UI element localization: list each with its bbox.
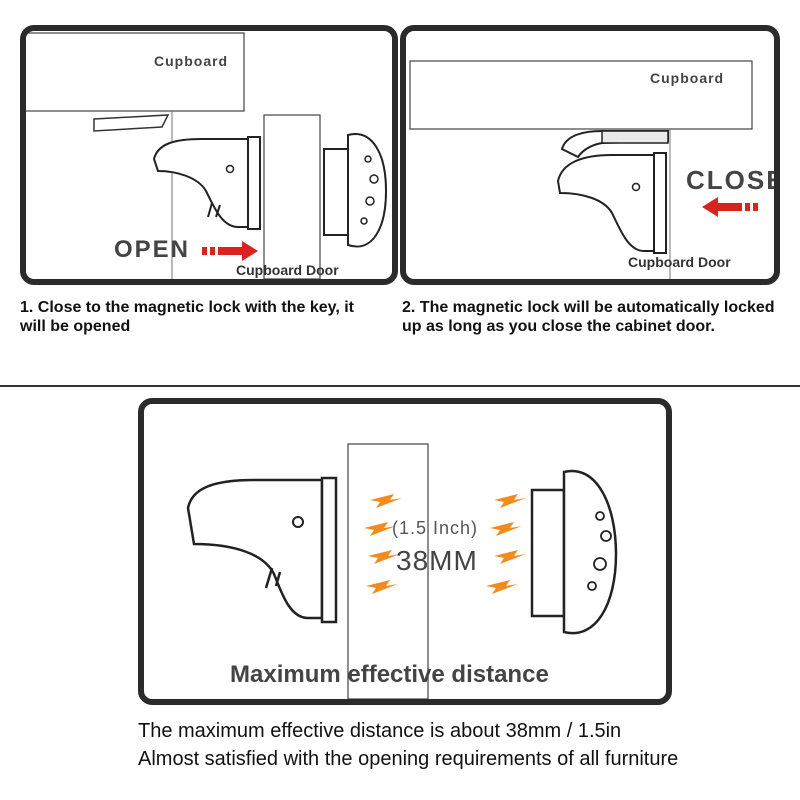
cupboard-board — [409, 60, 753, 130]
magnetic-key-head — [347, 133, 388, 248]
cupboard-door-label: Cupboard Door — [236, 262, 339, 278]
magnetic-key-base — [323, 148, 349, 236]
lock-plate — [320, 476, 338, 624]
key-dot — [595, 511, 605, 521]
cupboard-door — [263, 114, 321, 279]
magnetic-key-head — [562, 469, 618, 635]
magnetic-force-left-icon — [364, 494, 402, 594]
lock-screw-hole — [631, 182, 641, 192]
close-label: CLOSE — [686, 165, 774, 195]
magnetic-key-base — [530, 488, 566, 618]
close-diagram-illustration: Cupboard CLOSE Cupboard Door — [409, 60, 774, 279]
latch-plate — [93, 114, 170, 132]
distance-mm-label: 38MM — [396, 545, 478, 576]
close-diagram-panel: Cupboard CLOSE Cupboard Door — [400, 25, 780, 285]
open-label: OPEN — [114, 236, 190, 263]
distance-diagram-panel: (1.5 Inch) 38MM Maximum effective distan… — [138, 398, 672, 705]
lock-body — [152, 138, 249, 228]
lock-plate — [247, 136, 261, 230]
key-dot — [365, 196, 375, 206]
cupboard-label: Cupboard — [154, 53, 228, 69]
section-divider — [0, 385, 800, 387]
magnetic-force-right-icon — [486, 494, 526, 594]
latch-plate — [601, 130, 669, 144]
cupboard-door — [347, 443, 429, 699]
distance-title: Maximum effective distance — [230, 661, 549, 688]
key-dot — [360, 217, 368, 225]
key-dot — [600, 530, 612, 542]
distance-diagram-illustration: (1.5 Inch) 38MM Maximum effective distan… — [186, 443, 618, 699]
lock-plate — [653, 152, 667, 254]
key-dot — [593, 557, 607, 571]
lock-screw-hole — [292, 516, 304, 528]
key-dot — [364, 155, 372, 163]
open-arrow-icon — [202, 241, 258, 261]
lock-screw-hole — [225, 164, 235, 174]
lock-body — [556, 154, 655, 252]
footer-line-2: Almost satisfied with the opening requir… — [138, 748, 679, 770]
open-diagram-panel: Cupboard OPEN Cupboard Door — [20, 25, 398, 285]
distance-inch-label: (1.5 Inch) — [392, 518, 478, 538]
key-dot — [587, 581, 597, 591]
cupboard-board — [26, 32, 245, 112]
key-dot — [369, 174, 379, 184]
cupboard-label: Cupboard — [650, 70, 724, 86]
step-1-caption: 1. Close to the magnetic lock with the k… — [20, 299, 354, 335]
footer-line-1: The maximum effective distance is about … — [138, 720, 622, 742]
lock-body — [186, 478, 324, 620]
close-arrow-icon — [702, 197, 758, 217]
lock-hooks — [207, 202, 221, 218]
open-diagram-illustration: Cupboard OPEN Cupboard Door — [26, 32, 388, 279]
step-2-caption: 2. The magnetic lock will be automatical… — [402, 299, 775, 335]
cupboard-door-label: Cupboard Door — [628, 254, 731, 270]
lock-hooks — [264, 567, 282, 589]
